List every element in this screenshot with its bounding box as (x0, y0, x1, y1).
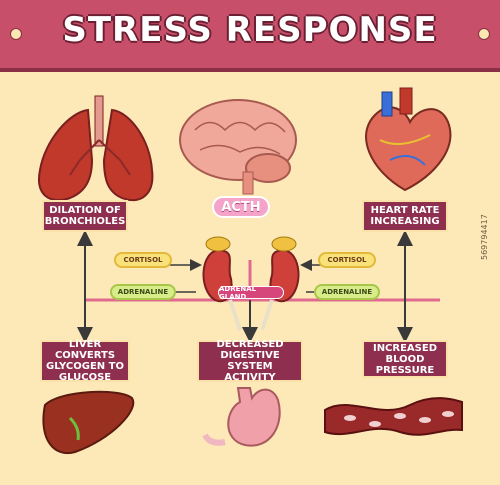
banner-pin-left (10, 28, 22, 40)
watermark-id: 569794417 (480, 214, 489, 260)
banner-pin-right (478, 28, 490, 40)
title-banner: STRESS RESPONSE (0, 0, 500, 72)
box-dilation-of-bronchioles: DILATION OF BRONCHIOLES (42, 200, 128, 232)
liver-illustration (42, 390, 135, 455)
acth-label: ACTH (212, 196, 270, 218)
page-title: STRESS RESPONSE (62, 10, 438, 50)
box-increased-blood-pressure: INCREASED BLOOD PRESSURE (362, 340, 448, 378)
cortisol-label-left: CORTISOL (114, 252, 172, 268)
box-liver-converts-glycogen: LIVER CONVERTS GLYCOGEN TO GLUCOSE (40, 339, 130, 383)
lungs-illustration (38, 95, 154, 202)
heart-illustration (365, 87, 452, 192)
adrenaline-label-right: ADRENALINE (314, 284, 380, 300)
cortisol-label-right: CORTISOL (318, 252, 376, 268)
stomach-illustration (202, 387, 281, 447)
blood-vessel-illustration (324, 397, 463, 436)
adrenaline-label-left: ADRENALINE (110, 284, 176, 300)
box-heart-rate-increasing: HEART RATE INCREASING (362, 200, 448, 232)
box-decreased-digestive-activity: DECREASED DIGESTIVE SYSTEM ACTIVITY (197, 339, 303, 383)
adrenal-gland-label: ADRENAL GLAND (218, 285, 284, 301)
brain-illustration (179, 99, 297, 195)
